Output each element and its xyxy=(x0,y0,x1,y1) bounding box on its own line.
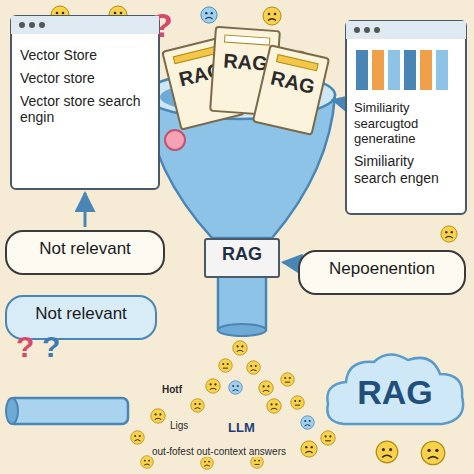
node-text: Not relevant xyxy=(19,304,143,324)
question-mark: ? xyxy=(150,6,175,45)
note-text: Hotf xyxy=(160,384,184,395)
node-text: Vector Store xyxy=(20,47,150,64)
flow-arrow xyxy=(333,100,342,102)
question-mark: ? xyxy=(40,330,62,364)
node-text: Similiarity search engen xyxy=(354,153,458,187)
node-text: Not relevant xyxy=(19,239,151,259)
flow-arrow xyxy=(84,193,87,227)
node-text: Nepoenention xyxy=(312,259,452,279)
question-mark: ? xyxy=(14,330,36,364)
note-text: LLM xyxy=(226,420,257,435)
funnel-band: RAG xyxy=(204,238,280,278)
node-text: Vector store xyxy=(20,70,150,87)
note-text: Ligs xyxy=(168,420,190,431)
flow-arrow xyxy=(283,262,295,263)
browser-window: Similiarity searcugtod generatineSimilia… xyxy=(345,20,467,215)
node-text: RAG xyxy=(208,244,276,266)
status-pill: Not relevant xyxy=(5,230,165,275)
node-text: Similiarity searcugtod generatine xyxy=(354,100,458,147)
note-text: out-fofest out-context answers xyxy=(150,446,288,457)
cloud-shape: RAG xyxy=(322,350,468,432)
node-text: RAG xyxy=(326,372,464,413)
browser-window: Vector StoreVector storeVector store sea… xyxy=(10,15,160,190)
node-text: Vector store search engin xyxy=(20,93,150,127)
document-tab xyxy=(224,34,270,45)
status-pill: Nepoenention xyxy=(298,250,466,295)
